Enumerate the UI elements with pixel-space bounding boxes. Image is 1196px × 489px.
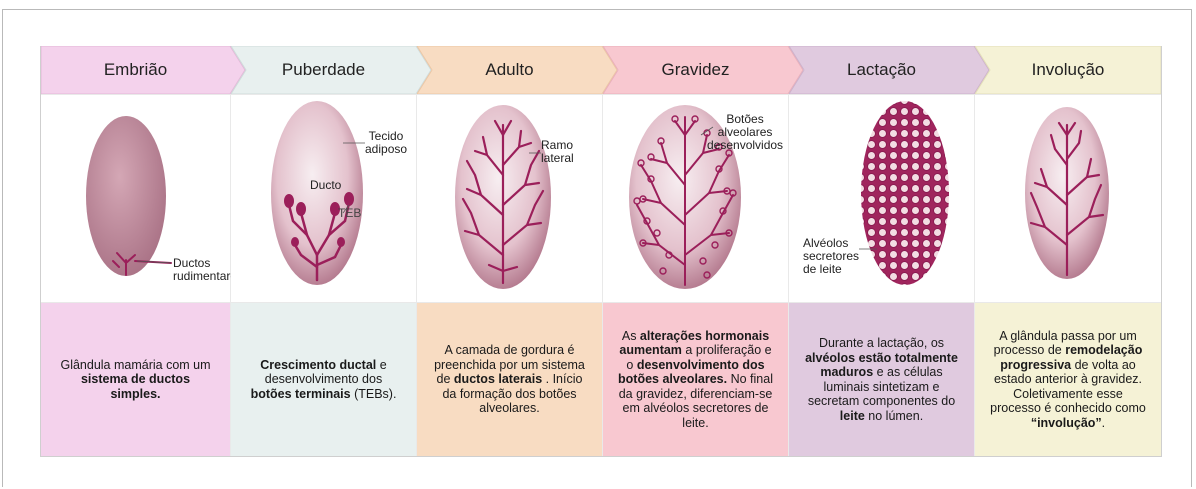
desc-embryo: Glândula mamária com um sistema de ducto… [41, 303, 230, 456]
desc-segment: Durante a lactação, os [819, 336, 944, 350]
desc-segment: (TEBs). [351, 387, 397, 401]
stage-header-involution: Involução [975, 46, 1161, 94]
stage-name: Gravidez [661, 60, 729, 80]
desc-text: As alterações hormonais aumentam a proli… [617, 329, 774, 431]
desc-segment: Glândula mamária com um [60, 358, 210, 372]
stage-name: Embrião [104, 60, 167, 80]
desc-segment: no lúmen. [865, 409, 923, 423]
desc-bold-segment: leite [840, 409, 865, 423]
stage-header-embryo: Embrião [41, 46, 230, 94]
gland-embryo [86, 116, 166, 276]
desc-bold-segment: “involução” [1031, 416, 1102, 430]
desc-lactation: Durante a lactação, os alvéolos estão to… [789, 303, 974, 456]
desc-puberty: Crescimento ductal e desenvolvimento dos… [231, 303, 416, 456]
stage-header-puberty: Puberdade [231, 46, 416, 94]
desc-bold-segment: botões terminais [251, 387, 351, 401]
gland-lactation [861, 101, 949, 285]
label-teb: TEB [338, 207, 361, 220]
desc-segment: As [622, 329, 640, 343]
stage-name: Involução [1032, 60, 1105, 80]
desc-segment: . [1102, 416, 1105, 430]
desc-bold-segment: Crescimento ductal [260, 358, 376, 372]
desc-bold-segment: sistema de ductos simples. [81, 372, 190, 401]
stage-name: Adulto [485, 60, 533, 80]
desc-text: Durante a lactação, os alvéolos estão to… [803, 336, 960, 423]
desc-text: Glândula mamária com um sistema de ducto… [55, 358, 216, 402]
desc-text: A glândula passa por um processo de remo… [989, 329, 1147, 431]
panel-involution [975, 95, 1161, 302]
desc-bold-segment: ductos laterais [454, 372, 542, 386]
stage-name: Lactação [847, 60, 916, 80]
stage-header-lactation: Lactação [789, 46, 974, 94]
stage-header-adult: Adulto [417, 46, 602, 94]
label-duct: Ducto [310, 179, 341, 192]
desc-pregnancy: As alterações hormonais aumentam a proli… [603, 303, 788, 456]
desc-adult: A camada de gordura é preenchida por um … [417, 303, 602, 456]
stage-header-pregnancy: Gravidez [603, 46, 788, 94]
desc-text: A camada de gordura é preenchida por um … [431, 343, 588, 416]
desc-text: Crescimento ductal e desenvolvimento dos… [245, 358, 402, 402]
stage-name: Puberdade [282, 60, 365, 80]
desc-involution: A glândula passa por um processo de remo… [975, 303, 1161, 456]
